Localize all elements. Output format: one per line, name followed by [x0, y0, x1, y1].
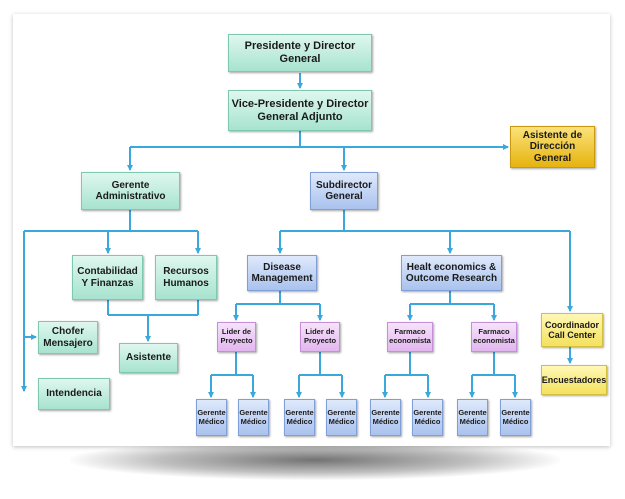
node-gerente-medico-8: Gerente Médico	[500, 399, 531, 436]
node-healt-economics-label: Healt economics & Outcome Research	[405, 261, 498, 285]
node-subdirector: Subdirector General	[310, 172, 378, 210]
node-recursos-humanos-label: Recursos Humanos	[163, 266, 209, 289]
node-gerente-medico-8-label: Gerente Médico	[501, 407, 530, 426]
frame-shadow	[70, 440, 560, 480]
node-presidente-label: Presidente y Director General	[244, 40, 356, 65]
node-asistente-label: Asistente	[125, 352, 171, 364]
node-farmaco-2-label: Farmaco economista	[473, 327, 515, 345]
node-gerente-medico-1: Gerente Médico	[196, 399, 227, 436]
node-chofer-label: Chofer Mensajero	[43, 326, 93, 349]
node-gerente-medico-5: Gerente Médico	[370, 399, 401, 436]
node-intendencia-label: Intendencia	[46, 388, 102, 400]
node-asistente-direccion-label: Asistente de Dirección General	[522, 129, 583, 164]
node-farmaco-1: Farmaco economista	[387, 322, 433, 352]
node-gerente-medico-5-label: Gerente Médico	[371, 407, 400, 426]
node-contabilidad-label: Contabilidad Y Finanzas	[77, 266, 138, 289]
node-coordinador: Coordinador Call Center	[541, 313, 603, 347]
node-lider-proyecto-2-label: Lider de Proyecto	[303, 327, 337, 345]
node-farmaco-1-label: Farmaco economista	[389, 327, 431, 345]
node-chofer: Chofer Mensajero	[38, 321, 98, 354]
node-farmaco-2: Farmaco economista	[471, 322, 517, 352]
node-gerente-administrativo: Gerente Administrativo	[81, 172, 180, 210]
node-coordinador-label: Coordinador Call Center	[545, 319, 599, 340]
node-encuestadores: Encuestadores	[541, 365, 607, 395]
node-recursos-humanos: Recursos Humanos	[155, 255, 217, 300]
node-gerente-administrativo-label: Gerente Administrativo	[95, 179, 166, 203]
node-asistente: Asistente	[119, 343, 178, 373]
node-gerente-medico-6-label: Gerente Médico	[413, 407, 442, 426]
node-vice-presidente-label: Vice-Presidente y Director General Adjun…	[231, 97, 369, 123]
node-presidente: Presidente y Director General	[228, 34, 372, 72]
node-gerente-medico-7: Gerente Médico	[457, 399, 488, 436]
node-gerente-medico-6: Gerente Médico	[412, 399, 443, 436]
node-intendencia: Intendencia	[38, 378, 110, 410]
node-healt-economics: Healt economics & Outcome Research	[401, 255, 502, 291]
node-asistente-direccion: Asistente de Dirección General	[510, 126, 595, 168]
node-subdirector-label: Subdirector General	[315, 179, 373, 203]
node-gerente-medico-4-label: Gerente Médico	[327, 407, 356, 426]
node-gerente-medico-3-label: Gerente Médico	[285, 407, 314, 426]
node-lider-proyecto-1: Lider de Proyecto	[217, 322, 256, 352]
node-vice-presidente: Vice-Presidente y Director General Adjun…	[228, 90, 372, 131]
node-disease-management: Disease Management	[247, 255, 317, 291]
node-gerente-medico-7-label: Gerente Médico	[458, 407, 487, 426]
node-lider-proyecto-1-label: Lider de Proyecto	[220, 327, 253, 345]
node-disease-management-label: Disease Management	[251, 261, 313, 285]
node-gerente-medico-4: Gerente Médico	[326, 399, 357, 436]
node-gerente-medico-2: Gerente Médico	[238, 399, 269, 436]
node-lider-proyecto-2: Lider de Proyecto	[300, 322, 340, 352]
node-gerente-medico-3: Gerente Médico	[284, 399, 315, 436]
node-gerente-medico-1-label: Gerente Médico	[197, 407, 226, 426]
node-gerente-medico-2-label: Gerente Médico	[239, 407, 268, 426]
node-encuestadores-label: Encuestadores	[541, 374, 607, 385]
node-contabilidad: Contabilidad Y Finanzas	[72, 255, 143, 300]
